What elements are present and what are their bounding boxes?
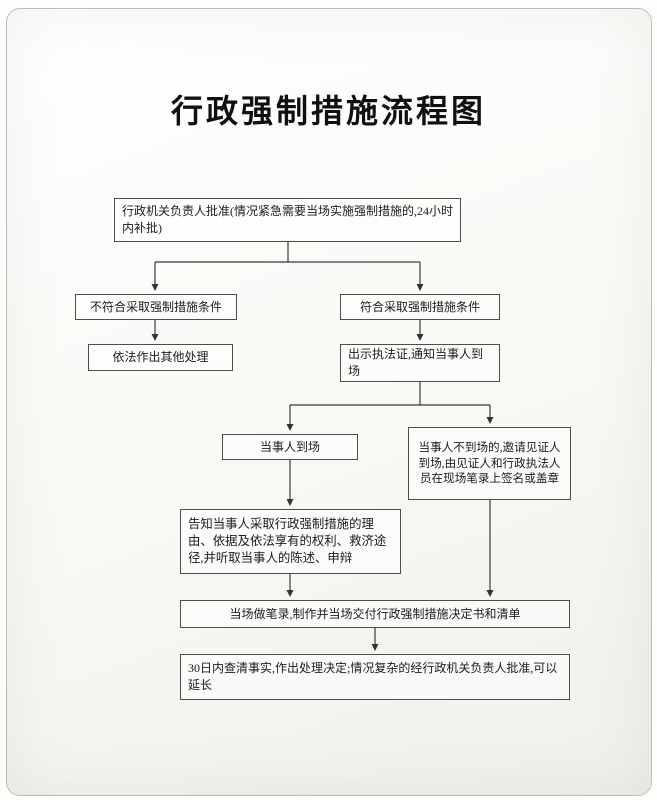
node-approval: 行政机关负责人批准(情况紧急需要当场实施强制措施的,24小时内补批) [114,198,461,242]
node-show-certificate: 出示执法证,通知当事人到场 [340,344,500,382]
node-qualified: 符合采取强制措施条件 [340,294,500,320]
node-record-delivery: 当场做笔录,制作并当场交付行政强制措施决定书和清单 [180,600,570,628]
node-party-absent: 当事人不到场的,邀请见证人到场,由见证人和行政执法人员在现场笔录上签名或盖章 [408,427,571,500]
node-other-handling: 依法作出其他处理 [88,344,233,371]
node-inform-rights: 告知当事人采取行政强制措施的理由、依据及依法享有的权利、救济途径,并听取当事人的… [180,509,401,574]
page-title: 行政强制措施流程图 [170,93,486,129]
node-final-decision: 30日内查清事实,作出处理决定;情况复杂的经行政机关负责人批准,可以延长 [180,654,570,700]
node-not-qualified: 不符合采取强制措施条件 [75,294,237,320]
node-party-present: 当事人到场 [222,434,358,460]
